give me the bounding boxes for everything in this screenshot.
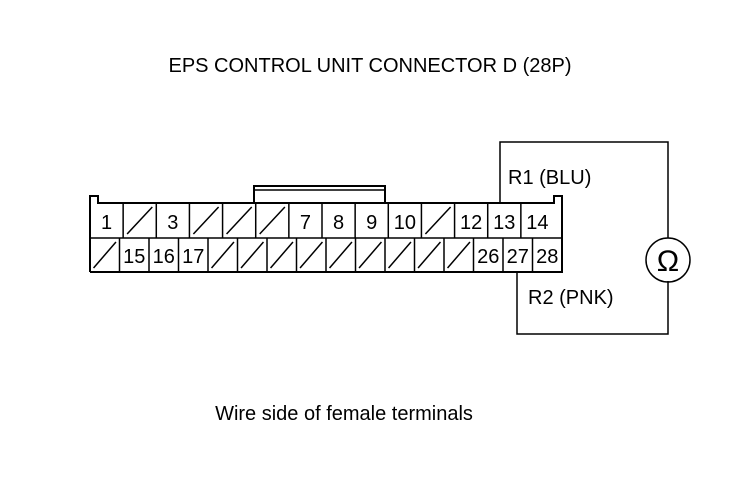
unused-slot-slash xyxy=(269,241,294,269)
unused-slot-slash xyxy=(387,241,412,269)
diagram-title: EPS CONTROL UNIT CONNECTOR D (28P) xyxy=(168,55,571,77)
terminal-label: 9 xyxy=(366,212,377,234)
r2-label: R2 (PNK) xyxy=(528,287,614,309)
terminal-28: 28 xyxy=(531,238,558,272)
unused-slot-slash xyxy=(92,241,117,269)
ohmmeter xyxy=(645,237,691,283)
terminal-empty xyxy=(413,238,442,272)
unused-slot-slash xyxy=(424,206,452,235)
unused-slot-slash xyxy=(358,241,383,269)
terminal-label: 16 xyxy=(153,246,175,268)
terminal-7: 7 xyxy=(288,203,311,238)
terminal-10: 10 xyxy=(387,203,416,238)
terminal-label: 7 xyxy=(300,212,311,234)
terminal-label: 13 xyxy=(493,212,515,234)
terminal-27: 27 xyxy=(502,238,529,272)
terminal-label: 26 xyxy=(477,246,499,268)
terminal-1: 1 xyxy=(101,212,112,234)
terminal-label: 15 xyxy=(123,246,145,268)
ohm-icon: Ω xyxy=(657,245,679,278)
terminal-label: 8 xyxy=(333,212,344,234)
diagram-caption: Wire side of female terminals xyxy=(215,403,473,425)
unused-slot-slash xyxy=(417,241,442,269)
r1-wire xyxy=(499,141,669,238)
unused-slot-slash xyxy=(240,241,265,269)
unused-slot-slash xyxy=(226,206,253,235)
terminal-label: 1 xyxy=(101,212,112,234)
terminal-empty xyxy=(325,238,353,272)
terminal-label: 10 xyxy=(394,212,416,234)
terminal-label: 17 xyxy=(182,246,204,268)
terminal-empty xyxy=(295,238,324,272)
terminal-empty xyxy=(443,238,471,272)
terminal-17: 17 xyxy=(177,238,204,272)
terminal-14: 14 xyxy=(520,203,549,238)
terminal-empty xyxy=(207,238,235,272)
terminal-26: 26 xyxy=(472,238,499,272)
terminal-label: 14 xyxy=(526,212,548,234)
terminal-9: 9 xyxy=(354,203,377,238)
probe-wiring xyxy=(499,141,691,335)
terminal-13: 13 xyxy=(486,203,515,238)
unused-slot-slash xyxy=(126,206,153,235)
terminal-empty xyxy=(420,203,452,238)
unused-slot-slash xyxy=(299,241,324,269)
terminal-empty xyxy=(92,241,117,269)
terminal-8: 8 xyxy=(321,203,344,238)
unused-slot-slash xyxy=(259,206,286,235)
terminal-empty xyxy=(384,238,412,272)
terminal-label: 12 xyxy=(460,212,482,234)
unused-slot-slash xyxy=(328,241,353,269)
unused-slot-slash xyxy=(192,206,220,235)
terminal-empty xyxy=(122,203,153,238)
unused-slot-slash xyxy=(446,241,471,269)
terminal-15: 15 xyxy=(118,238,145,272)
terminal-3: 3 xyxy=(155,203,178,238)
terminal-label: 27 xyxy=(507,246,529,268)
terminal-empty xyxy=(266,238,294,272)
terminal-empty xyxy=(254,203,286,238)
terminal-empty xyxy=(188,203,220,238)
terminal-empty xyxy=(236,238,265,272)
connector-outline xyxy=(89,195,563,273)
terminal-empty xyxy=(221,203,253,238)
terminal-empty xyxy=(354,238,383,272)
connector-lock-tab xyxy=(253,185,386,203)
r1-label: R1 (BLU) xyxy=(508,167,591,189)
terminal-label: 28 xyxy=(536,246,558,268)
unused-slot-slash xyxy=(210,241,235,269)
terminal-12: 12 xyxy=(453,203,482,238)
terminal-label: 3 xyxy=(167,212,178,234)
terminal-16: 16 xyxy=(148,238,175,272)
r2-wire xyxy=(516,272,669,335)
connector-row-2: 15 16 17 26 27 28 xyxy=(92,238,558,272)
